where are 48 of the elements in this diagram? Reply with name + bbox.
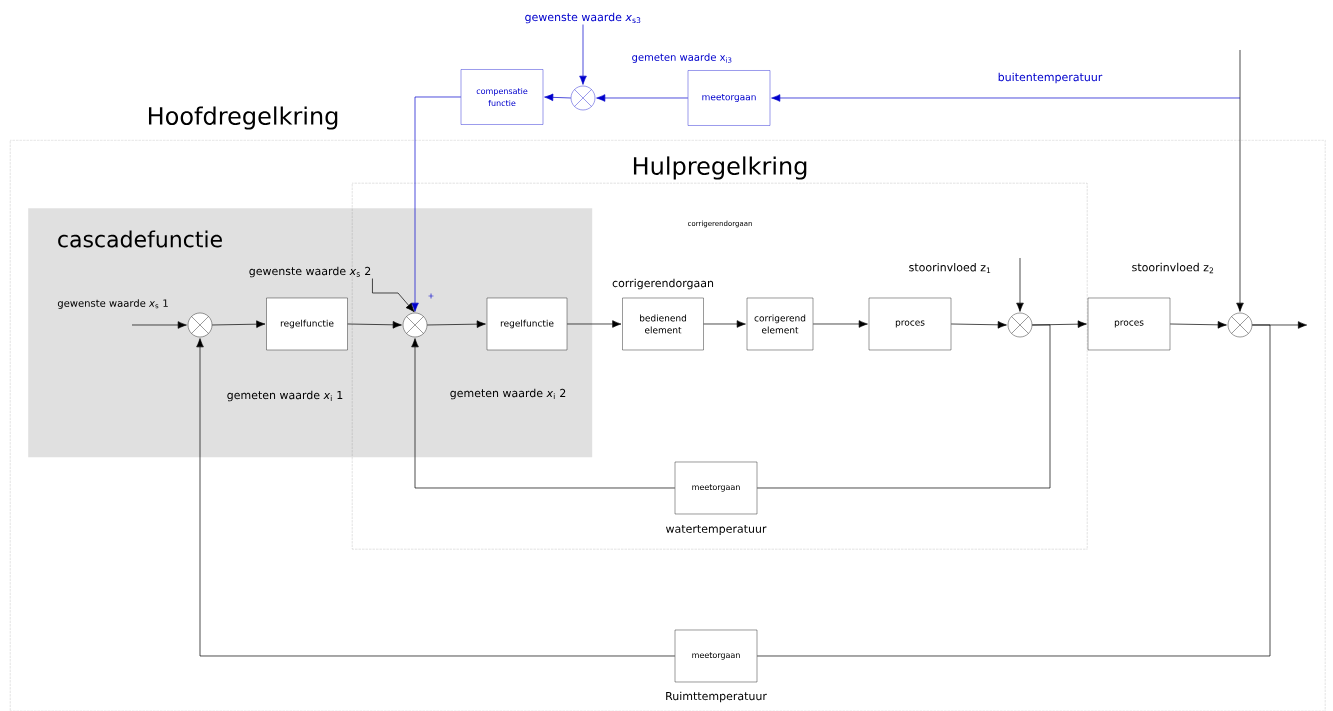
arrow (771, 94, 1241, 102)
arrow (196, 338, 676, 657)
label: gemeten waarde x$_{i}$ 2 (450, 388, 566, 400)
arrow (596, 94, 689, 102)
arrow (703, 320, 746, 328)
label: + (428, 293, 434, 299)
node-label: Ruimttemperatuur (666, 691, 767, 703)
arrow (131, 321, 187, 329)
block-box: meetorgaan (687, 70, 771, 126)
arrow (1169, 321, 1227, 329)
arrow (411, 96, 462, 312)
block-box: regelfunctie (486, 297, 568, 351)
summing-junction (570, 85, 596, 111)
input-text: gewenste waarde x$_{s3}$ (525, 12, 641, 24)
block-box: compensatie functie (460, 69, 544, 125)
arrow (1016, 257, 1024, 312)
block-box: meetorgaan (674, 461, 758, 515)
label: gemeten waarde x$_{i}$ 1 (227, 390, 343, 402)
arrow (372, 278, 415, 313)
arrow (566, 320, 622, 328)
input-text: gewenste waarde x$_{s}$ 2 (249, 266, 371, 278)
block-box: regelfunctie (266, 297, 348, 351)
arrow (579, 24, 587, 85)
arrow (411, 338, 676, 489)
block-box: bedienend element (622, 297, 704, 351)
summing-junction (1227, 312, 1253, 338)
summing-junction (1007, 312, 1033, 338)
block-box: corrigerend element (746, 297, 814, 351)
summing-junction (187, 312, 213, 338)
block-box: proces (868, 297, 952, 351)
arrow (1236, 49, 1244, 312)
arrow (544, 93, 572, 102)
arrow (950, 321, 1007, 329)
arrow (426, 320, 486, 328)
node-label: watertemperatuur (666, 525, 767, 535)
label: stoorinvloed z$_{2}$ (1132, 262, 1214, 274)
block-box: proces (1087, 297, 1171, 351)
label: gemeten waarde x$_{i3}$ (632, 53, 732, 63)
arrow (211, 320, 266, 328)
block-box: meetorgaan (674, 629, 758, 683)
label: stoorinvloed z$_{1}$ (909, 262, 991, 274)
node-label: Hoofdregelkring (148, 106, 338, 130)
summing-junction (402, 312, 428, 338)
edge-label: buitentemperatuur (996, 71, 1104, 85)
node-label: Hulpregelkring (633, 156, 807, 180)
label: gewenste waarde x$_{s}$ 1 (57, 299, 168, 309)
arrow (812, 320, 868, 328)
arrow (347, 321, 402, 329)
